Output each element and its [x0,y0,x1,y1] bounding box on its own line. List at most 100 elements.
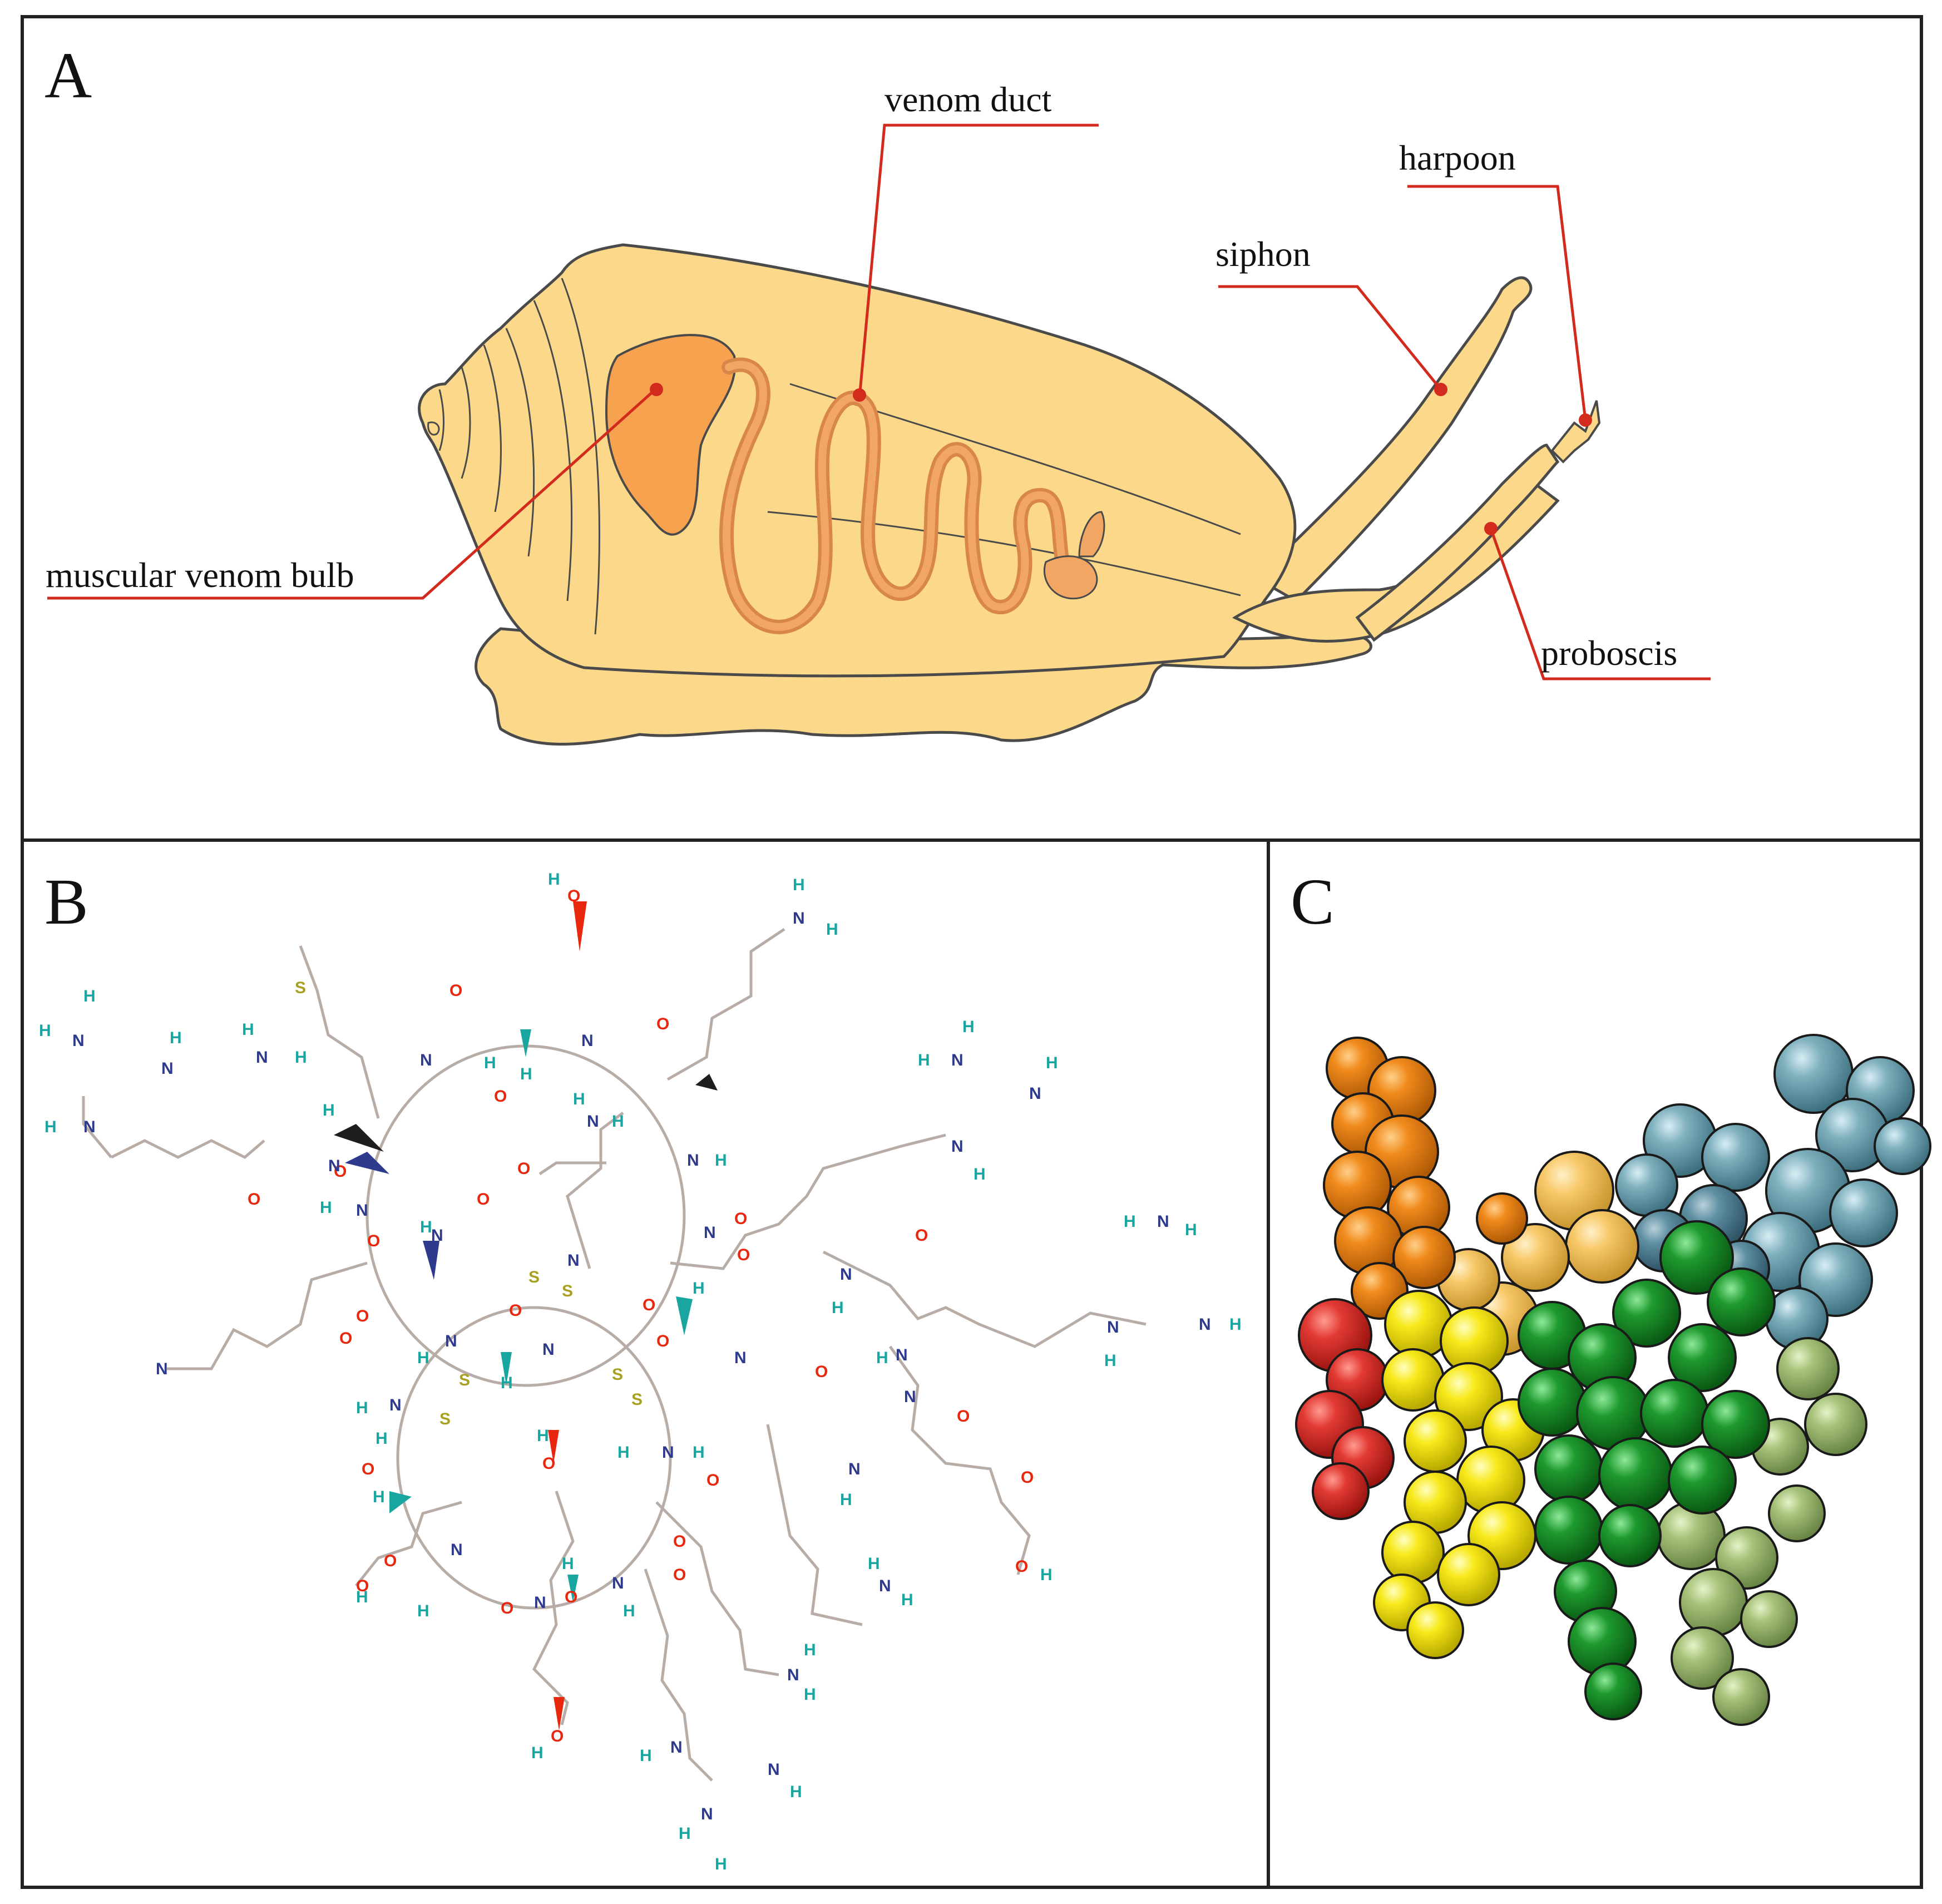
atom-nitrogen: N [704,1224,716,1242]
atom-hydrogen: H [573,1090,585,1108]
atom-hydrogen: H [170,1029,182,1047]
residue-cluster-orange [1323,1037,1528,1320]
atom-hydrogen: H [45,1118,57,1136]
atom-oxygen: O [339,1329,352,1348]
residue-cluster-red [1295,1298,1395,1520]
atom-hydrogen: H [1124,1212,1136,1231]
atom-nitrogen: N [567,1251,580,1270]
atom-nitrogen: N [389,1396,402,1414]
atom-hydrogen: H [375,1429,388,1448]
atom-hydrogen: H [562,1555,574,1573]
panel-frames [21,15,1923,1889]
atom-hydrogen: H [804,1641,816,1659]
atom-hydrogen: H [679,1824,691,1843]
atom-hydrogen: H [1104,1351,1116,1370]
atom-oxygen: O [477,1190,490,1209]
stereo-wedges [334,901,718,1730]
atom-oxygen: O [542,1454,555,1473]
atom-hydrogen: H [840,1491,852,1509]
atom-hydrogen: H [417,1349,429,1367]
atom-oxygen: O [656,1015,669,1033]
atom-hydrogen: H [693,1443,705,1462]
atom-nitrogen: N [420,1051,432,1069]
atom-nitrogen: N [156,1360,168,1378]
atom-hydrogen: H [1046,1054,1058,1072]
label-harpoon: harpoon [1399,138,1516,177]
atom-oxygen: O [1015,1557,1028,1576]
callout-lines [47,124,1711,680]
atom-hydrogen: H [623,1602,635,1620]
hydrogen-atoms: H H H H H H H H H H H H H H H H H H H H … [39,870,1242,1873]
atom-hydrogen: H [417,1602,429,1620]
atom-sulfur: S [562,1282,573,1300]
atom-sulfur: S [295,979,306,997]
atom-oxygen: O [449,981,462,1000]
atom-hydrogen: H [640,1747,652,1765]
atom-oxygen: O [706,1471,719,1489]
atom-nitrogen: N [612,1574,624,1592]
atom-hydrogen: H [520,1065,532,1083]
atom-nitrogen: N [793,909,805,928]
nitrogen-atoms: N N N N N N N N N N N N N N N N N N N N … [72,909,1211,1823]
atom-nitrogen: N [451,1541,463,1559]
atom-sulfur: S [631,1390,643,1409]
atom-hydrogen: H [501,1374,513,1392]
atom-hydrogen: H [826,920,838,939]
atom-nitrogen: N [83,1118,96,1136]
snail-body [1232,482,1560,643]
atom-nitrogen: N [768,1760,780,1779]
atom-oxygen: O [551,1727,564,1745]
callout-dots [650,383,1592,535]
atom-oxygen: O [362,1460,374,1478]
snail-shell [418,243,1297,678]
atom-nitrogen: N [356,1201,368,1220]
atom-nitrogen: N [1199,1315,1211,1334]
atom-nitrogen: N [687,1151,699,1170]
atom-hydrogen: H [962,1018,975,1036]
atom-oxygen: O [656,1332,669,1350]
oxygen-atoms: O O O O O O O O O O O O O O O O O O O O … [248,887,1034,1745]
atom-hydrogen: H [868,1555,880,1573]
atom-hydrogen: H [832,1299,844,1317]
atom-oxygen: O [334,1162,347,1181]
atom-sulfur: S [612,1365,623,1384]
atom-nitrogen: N [72,1032,85,1050]
atom-hydrogen: H [1040,1566,1052,1584]
atom-nitrogen: N [1157,1212,1169,1231]
atom-oxygen: O [643,1296,655,1314]
atom-oxygen: O [565,1588,577,1606]
atom-hydrogen: H [356,1588,368,1606]
atom-hydrogen: H [373,1488,385,1506]
atom-hydrogen: H [617,1443,630,1462]
atom-nitrogen: N [445,1332,457,1350]
atom-hydrogen: H [83,987,96,1005]
atom-hydrogen: H [356,1399,368,1417]
atom-nitrogen: N [1029,1084,1041,1103]
peptide-bonds [82,928,1147,1782]
atom-oxygen: O [734,1210,747,1228]
atom-hydrogen: H [1185,1221,1197,1239]
atom-hydrogen: H [918,1051,930,1069]
snail-harpoon [1550,400,1601,463]
atom-nitrogen: N [662,1443,674,1462]
atom-hydrogen: H [693,1279,705,1298]
atom-nitrogen: N [734,1349,747,1367]
atom-oxygen: O [957,1407,970,1425]
atom-oxygen: O [384,1552,397,1570]
atom-hydrogen: H [295,1048,307,1067]
atom-oxygen: O [501,1599,513,1617]
atom-hydrogen: H [804,1685,816,1704]
label-venom-duct: venom duct [884,80,1052,119]
atom-nitrogen: N [431,1226,443,1245]
atom-hydrogen: H [420,1218,432,1236]
panel-b-frame [21,838,1270,1889]
sulfur-atoms: S S S S S S S [295,979,643,1428]
atom-nitrogen: N [256,1048,268,1067]
residue-cluster-dark-green [1518,1220,1776,1720]
atom-nitrogen: N [848,1460,861,1478]
atom-hydrogen: H [323,1101,335,1119]
atom-hydrogen: H [876,1349,888,1367]
atom-oxygen: O [673,1532,686,1551]
atom-nitrogen: N [542,1340,555,1359]
atom-oxygen: O [737,1246,750,1264]
